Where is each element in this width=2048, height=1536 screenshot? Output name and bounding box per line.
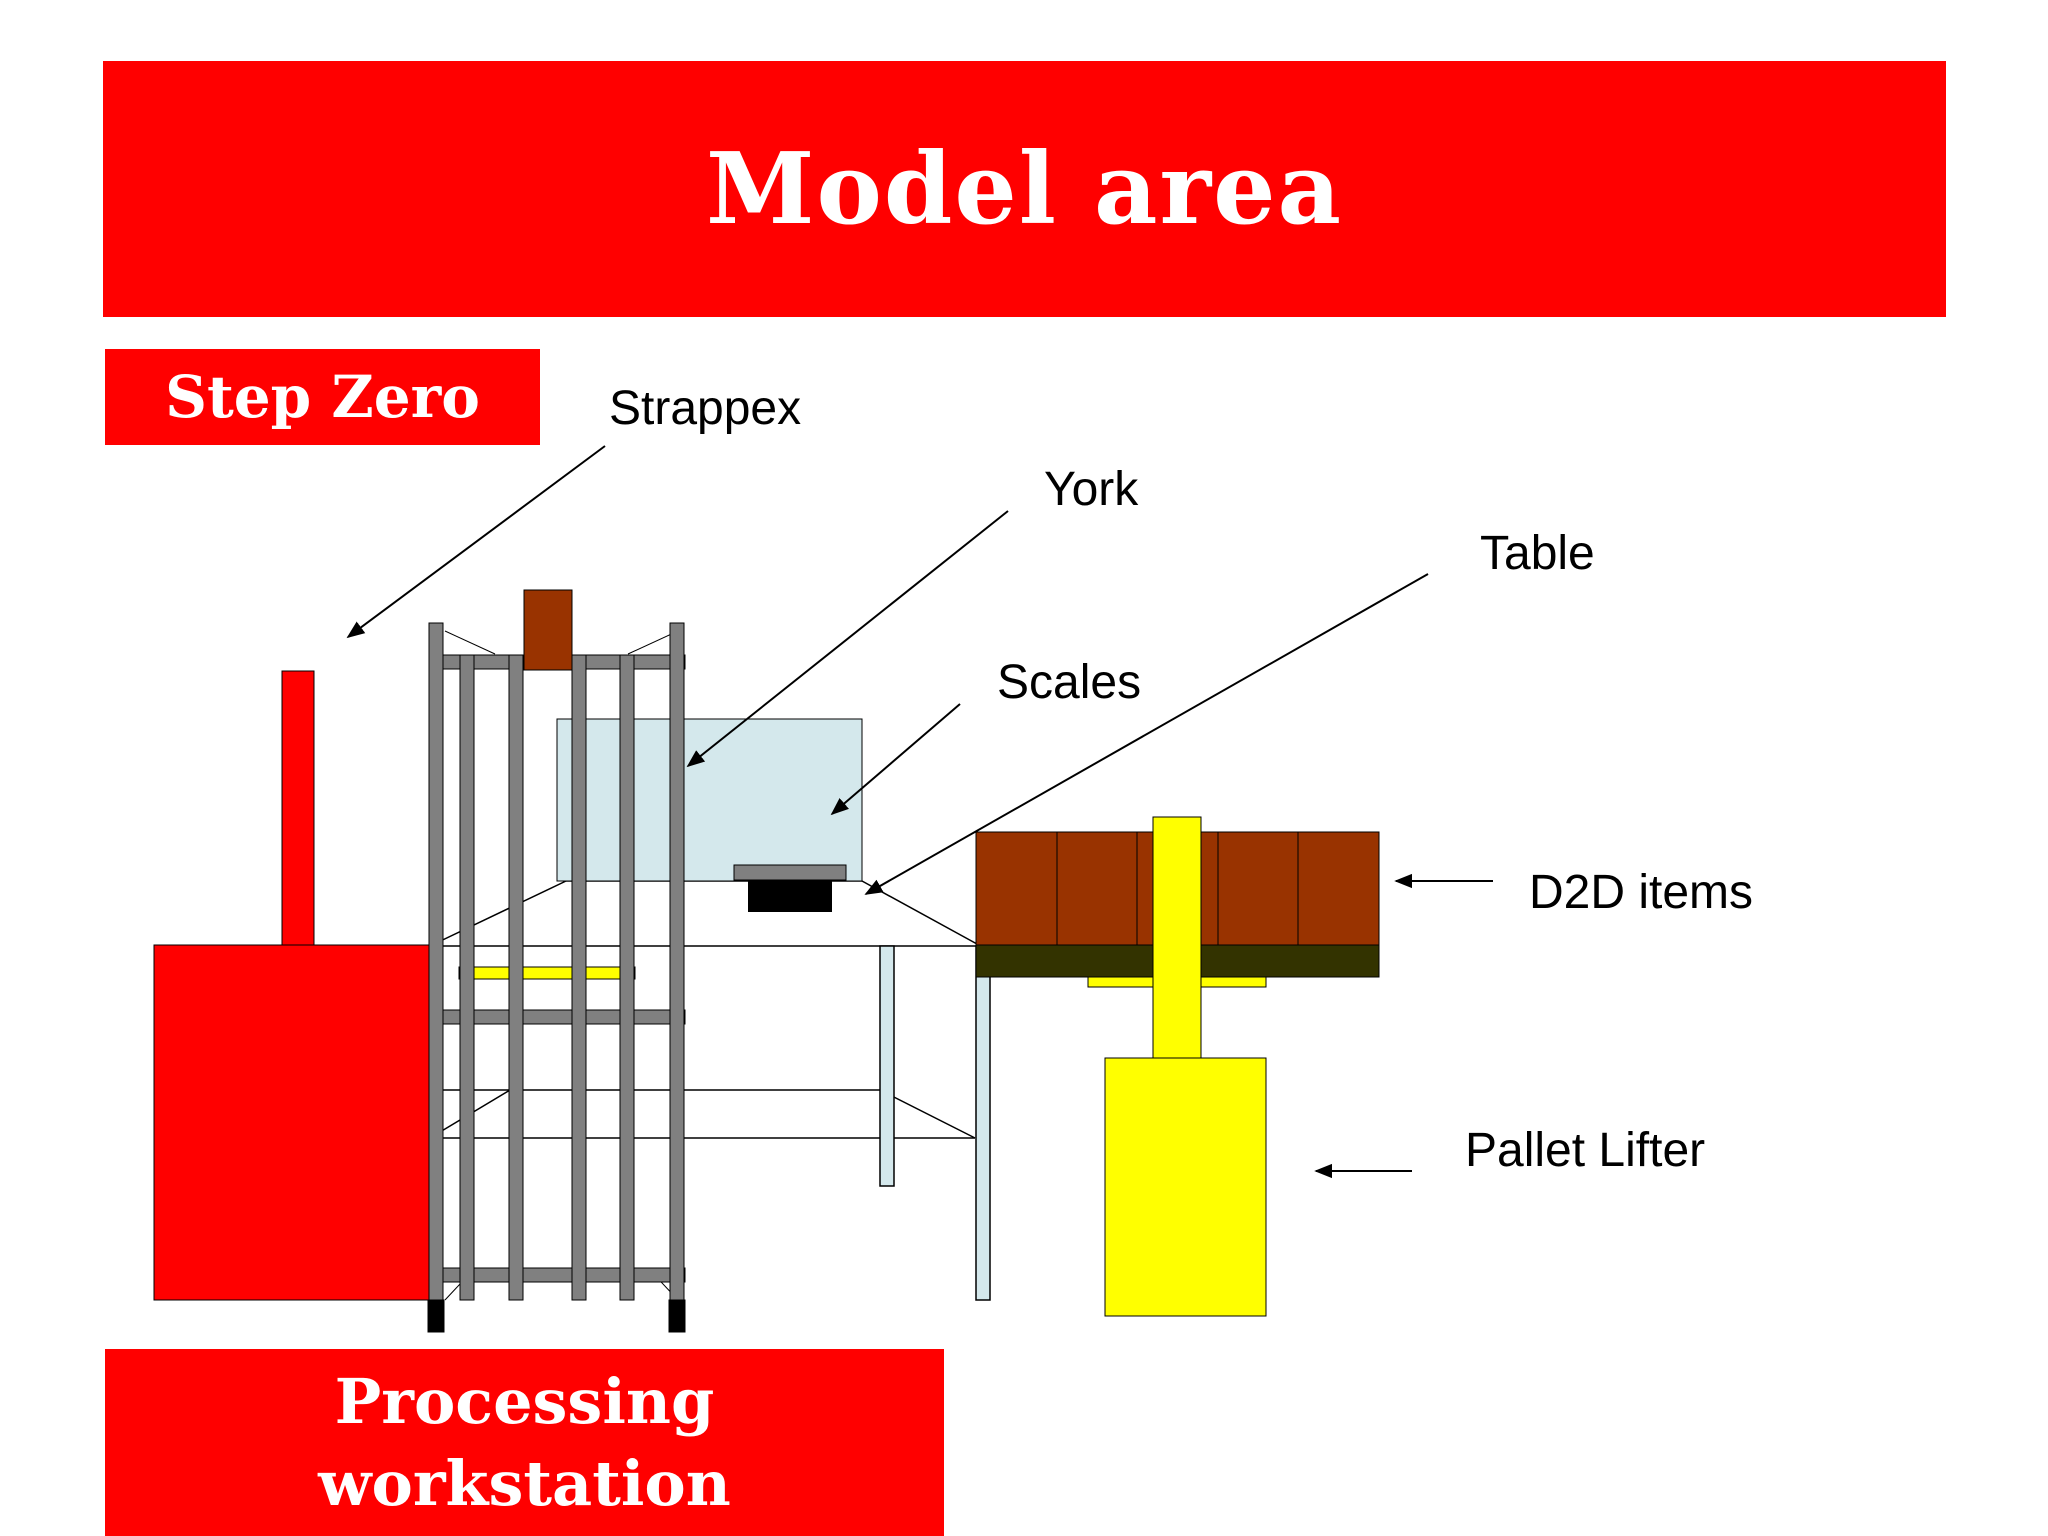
step-zero-badge: Step Zero <box>105 349 540 445</box>
title-banner: Model area <box>103 61 1946 317</box>
york-cage <box>427 589 686 1333</box>
strappex-machine <box>153 670 430 1301</box>
strappex-label: Strappex <box>609 382 802 435</box>
callout-arrows <box>346 445 1493 1179</box>
processing-label: Processing <box>334 1364 715 1438</box>
york-label: York <box>1044 463 1139 516</box>
scales-label: Scales <box>997 656 1142 709</box>
workstation-label: workstation <box>318 1446 731 1520</box>
step-zero-label: Step Zero <box>165 363 480 431</box>
processing-workstation-banner: Processing workstation <box>105 1349 944 1536</box>
pallet-lifter-label: Pallet Lifter <box>1465 1124 1706 1177</box>
scales-base <box>748 880 832 912</box>
strappex-arrow <box>346 445 606 639</box>
page-title: Model area <box>705 131 1344 247</box>
york-arrow <box>686 510 1009 768</box>
pallet-lifter <box>1104 816 1267 1317</box>
scales-platform <box>733 864 847 881</box>
scales-panel <box>556 718 863 882</box>
table-arrow <box>864 573 1429 895</box>
d2d-items-label: D2D items <box>1529 866 1754 919</box>
scales-arrow <box>830 703 961 816</box>
table-label: Table <box>1480 527 1595 580</box>
